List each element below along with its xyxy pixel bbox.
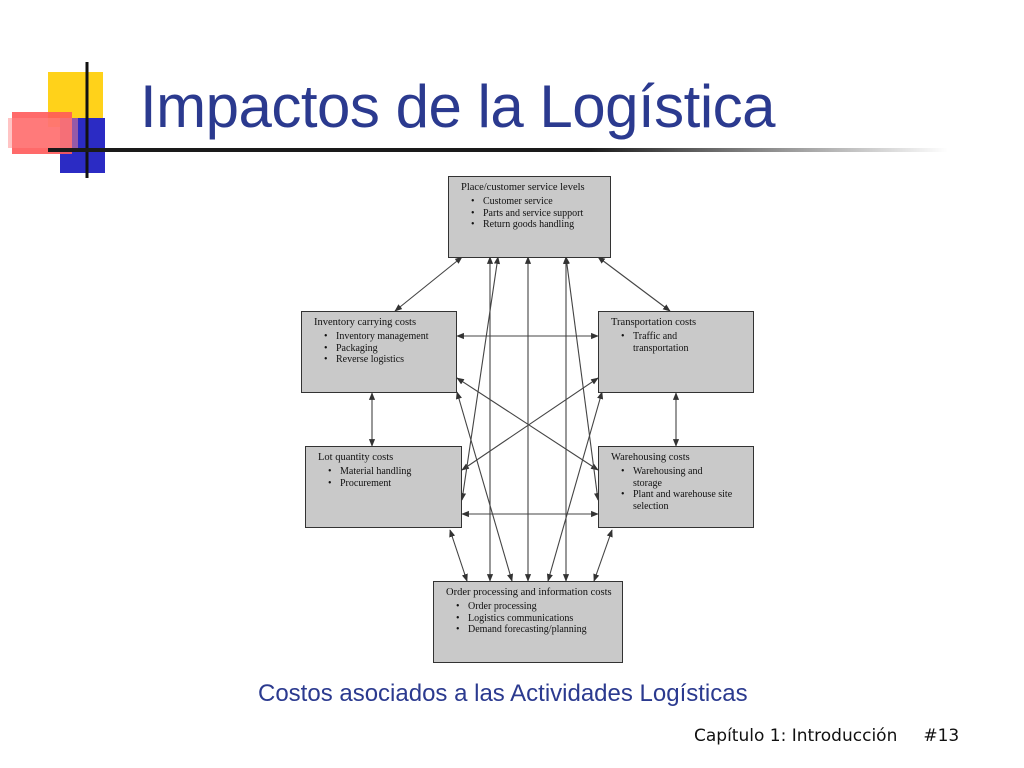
box-title: Inventory carrying costs [314, 317, 417, 328]
list-item: Packaging [324, 343, 448, 355]
figure-caption: Costos asociados a las Actividades Logís… [258, 680, 748, 707]
list-item: Inventory management [324, 331, 448, 343]
arrow-top-transport [597, 256, 671, 312]
list-item: Traffic and transportation [621, 331, 713, 354]
list-item: Parts and service support [471, 208, 602, 220]
deco-red-blur [8, 118, 78, 148]
list-item: Reverse logistics [324, 354, 448, 366]
list-item: Demand forecasting/planning [456, 624, 614, 636]
footer-chapter: Capítulo 1: Introducción [694, 726, 898, 746]
footer-page-number: #13 [923, 726, 960, 746]
arrow-inventory-order [455, 391, 514, 582]
box-lot-quantity: Lot quantity costs Material handling Pro… [305, 446, 462, 528]
box-title: Warehousing costs [611, 452, 690, 463]
box-inventory-carrying: Inventory carrying costs Inventory manag… [301, 311, 457, 393]
slide-title: Impactos de la Logística [140, 73, 776, 140]
list-item: Logistics communications [456, 613, 614, 625]
box-title: Order processing and information costs [446, 587, 612, 598]
box-title: Transportation costs [611, 317, 697, 328]
box-order-processing: Order processing and information costs O… [433, 581, 623, 663]
box-warehousing: Warehousing costs Warehousing and storag… [598, 446, 754, 528]
list-item: Material handling [328, 466, 453, 478]
arrow-top-inventory [394, 256, 463, 312]
list-item: Order processing [456, 601, 614, 613]
list-item: Return goods handling [471, 219, 602, 231]
arrow-top-lot [459, 256, 501, 501]
box-customer-service: Place/customer service levels Customer s… [448, 176, 611, 258]
arrow-lot-order [449, 529, 468, 582]
arrow-warehouse-order [593, 529, 613, 582]
slide-footer: Capítulo 1: Introducción #13 [694, 726, 959, 746]
list-item: Plant and warehouse site selection [621, 489, 743, 512]
list-item: Customer service [471, 196, 602, 208]
box-title: Place/customer service levels [461, 182, 585, 193]
list-item: Procurement [328, 478, 453, 490]
list-item: Warehousing and storage [621, 466, 713, 489]
box-transportation: Transportation costs Traffic and transpo… [598, 311, 754, 393]
title-underline [48, 148, 948, 152]
arrow-transport-order [546, 391, 604, 582]
box-title: Lot quantity costs [318, 452, 394, 463]
